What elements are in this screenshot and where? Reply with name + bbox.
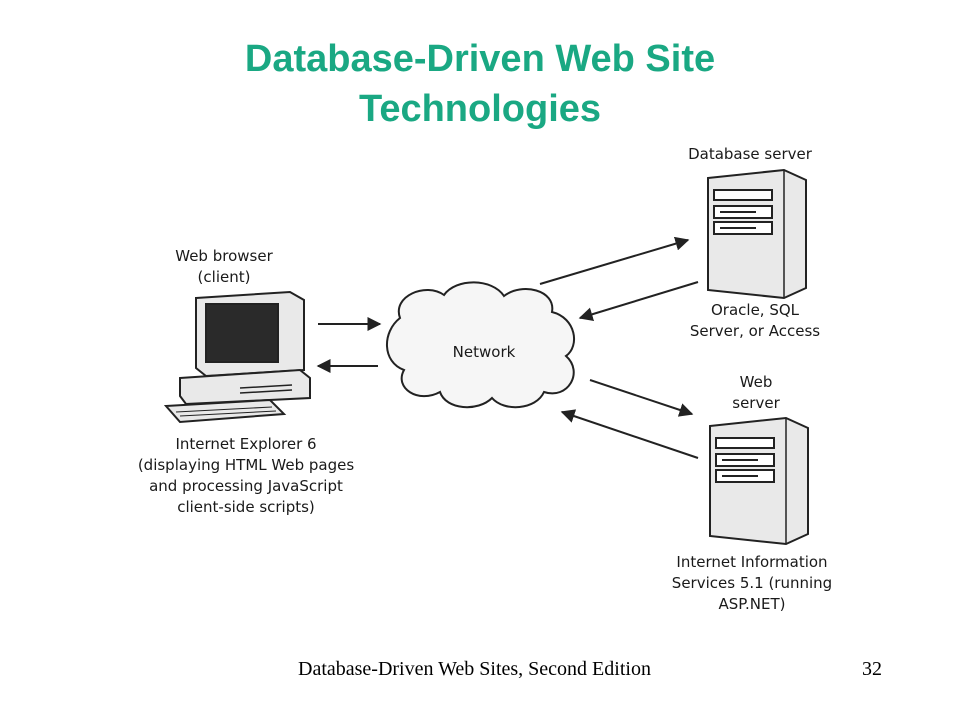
slide-title: Database-Driven Web Site Technologies bbox=[0, 34, 960, 134]
arrow-db-to-network bbox=[578, 281, 699, 322]
web-server-caption-line-2: Services 5.1 (running bbox=[671, 574, 833, 592]
web-server-caption-line-3: ASP.NET) bbox=[718, 595, 786, 613]
network-label: Network bbox=[453, 343, 516, 361]
web-server-caption-line-1: Internet Information bbox=[676, 553, 828, 571]
client-label: Web browser (client) bbox=[144, 246, 304, 288]
db-server-label-line: Database server bbox=[688, 145, 812, 163]
page-number: 32 bbox=[862, 658, 882, 680]
db-server-caption-line-1: Oracle, SQL bbox=[710, 301, 800, 319]
client-label-line-2: (client) bbox=[197, 268, 251, 286]
footer-text: Database-Driven Web Sites, Second Editio… bbox=[298, 658, 651, 680]
web-server-icon bbox=[709, 416, 809, 546]
db-server-caption-line-2: Server, or Access bbox=[689, 322, 821, 340]
arrow-network-to-web bbox=[589, 379, 694, 417]
network-cloud-icon bbox=[386, 281, 575, 409]
client-caption-line-1: Internet Explorer 6 bbox=[175, 435, 317, 453]
client-label-line-1: Web browser bbox=[175, 247, 273, 265]
client-caption-line-2: (displaying HTML Web pages bbox=[137, 456, 355, 474]
web-server-label: Web server bbox=[706, 372, 806, 414]
database-server-icon bbox=[707, 168, 807, 300]
client-caption-line-3: and processing JavaScript bbox=[149, 477, 343, 495]
title-line-1: Database-Driven Web Site bbox=[244, 38, 716, 80]
db-server-caption: Oracle, SQL Server, or Access bbox=[670, 300, 840, 342]
arrow-web-to-network bbox=[560, 409, 699, 459]
title-line-2: Technologies bbox=[358, 88, 602, 130]
client-caption: Internet Explorer 6 (displaying HTML Web… bbox=[110, 434, 382, 518]
web-server-label-line-1: Web bbox=[739, 373, 773, 391]
db-server-label: Database server bbox=[670, 144, 830, 165]
client-caption-line-4: client-side scripts) bbox=[177, 498, 315, 516]
client-computer-icon bbox=[163, 290, 311, 424]
arrow-network-to-db bbox=[539, 236, 690, 285]
web-server-label-line-2: server bbox=[732, 394, 780, 412]
web-server-caption: Internet Information Services 5.1 (runni… bbox=[650, 552, 854, 615]
